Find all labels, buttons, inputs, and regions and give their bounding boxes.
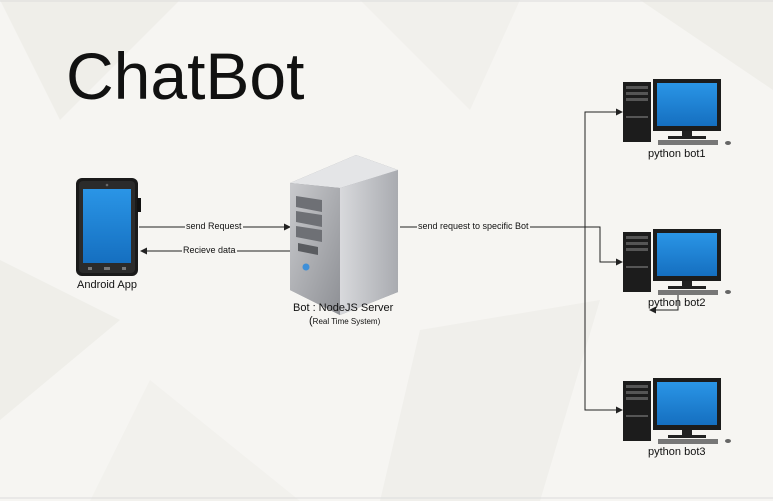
bot3-label: python bot3 — [648, 446, 706, 458]
bot1-label: python bot1 — [648, 148, 706, 160]
bot2-label: python bot2 — [648, 297, 706, 309]
bot2-return-line — [649, 290, 679, 314]
specific-bot-label: send request to specific Bot — [417, 221, 530, 231]
desktop-computer-icon-bot2 — [623, 229, 731, 295]
server-label: Bot : NodeJS Server — [293, 302, 394, 314]
page-title: ChatBot — [66, 39, 305, 113]
receive-data-label: Recieve data — [182, 245, 237, 255]
tablet-icon — [76, 178, 141, 276]
to-bot1-arrow — [584, 108, 623, 227]
android-app-label: Android App — [77, 279, 137, 291]
to-bot3-arrow — [584, 227, 623, 414]
server-sublabel: (Real Time System) — [309, 315, 381, 327]
desktop-computer-icon-bot3 — [623, 378, 731, 444]
connector-lines — [139, 108, 679, 414]
to-bot2-arrow — [585, 226, 623, 266]
send-request-label: send Request — [185, 221, 243, 231]
server-tower-icon — [290, 155, 398, 315]
desktop-computer-icon-bot1 — [623, 79, 731, 145]
